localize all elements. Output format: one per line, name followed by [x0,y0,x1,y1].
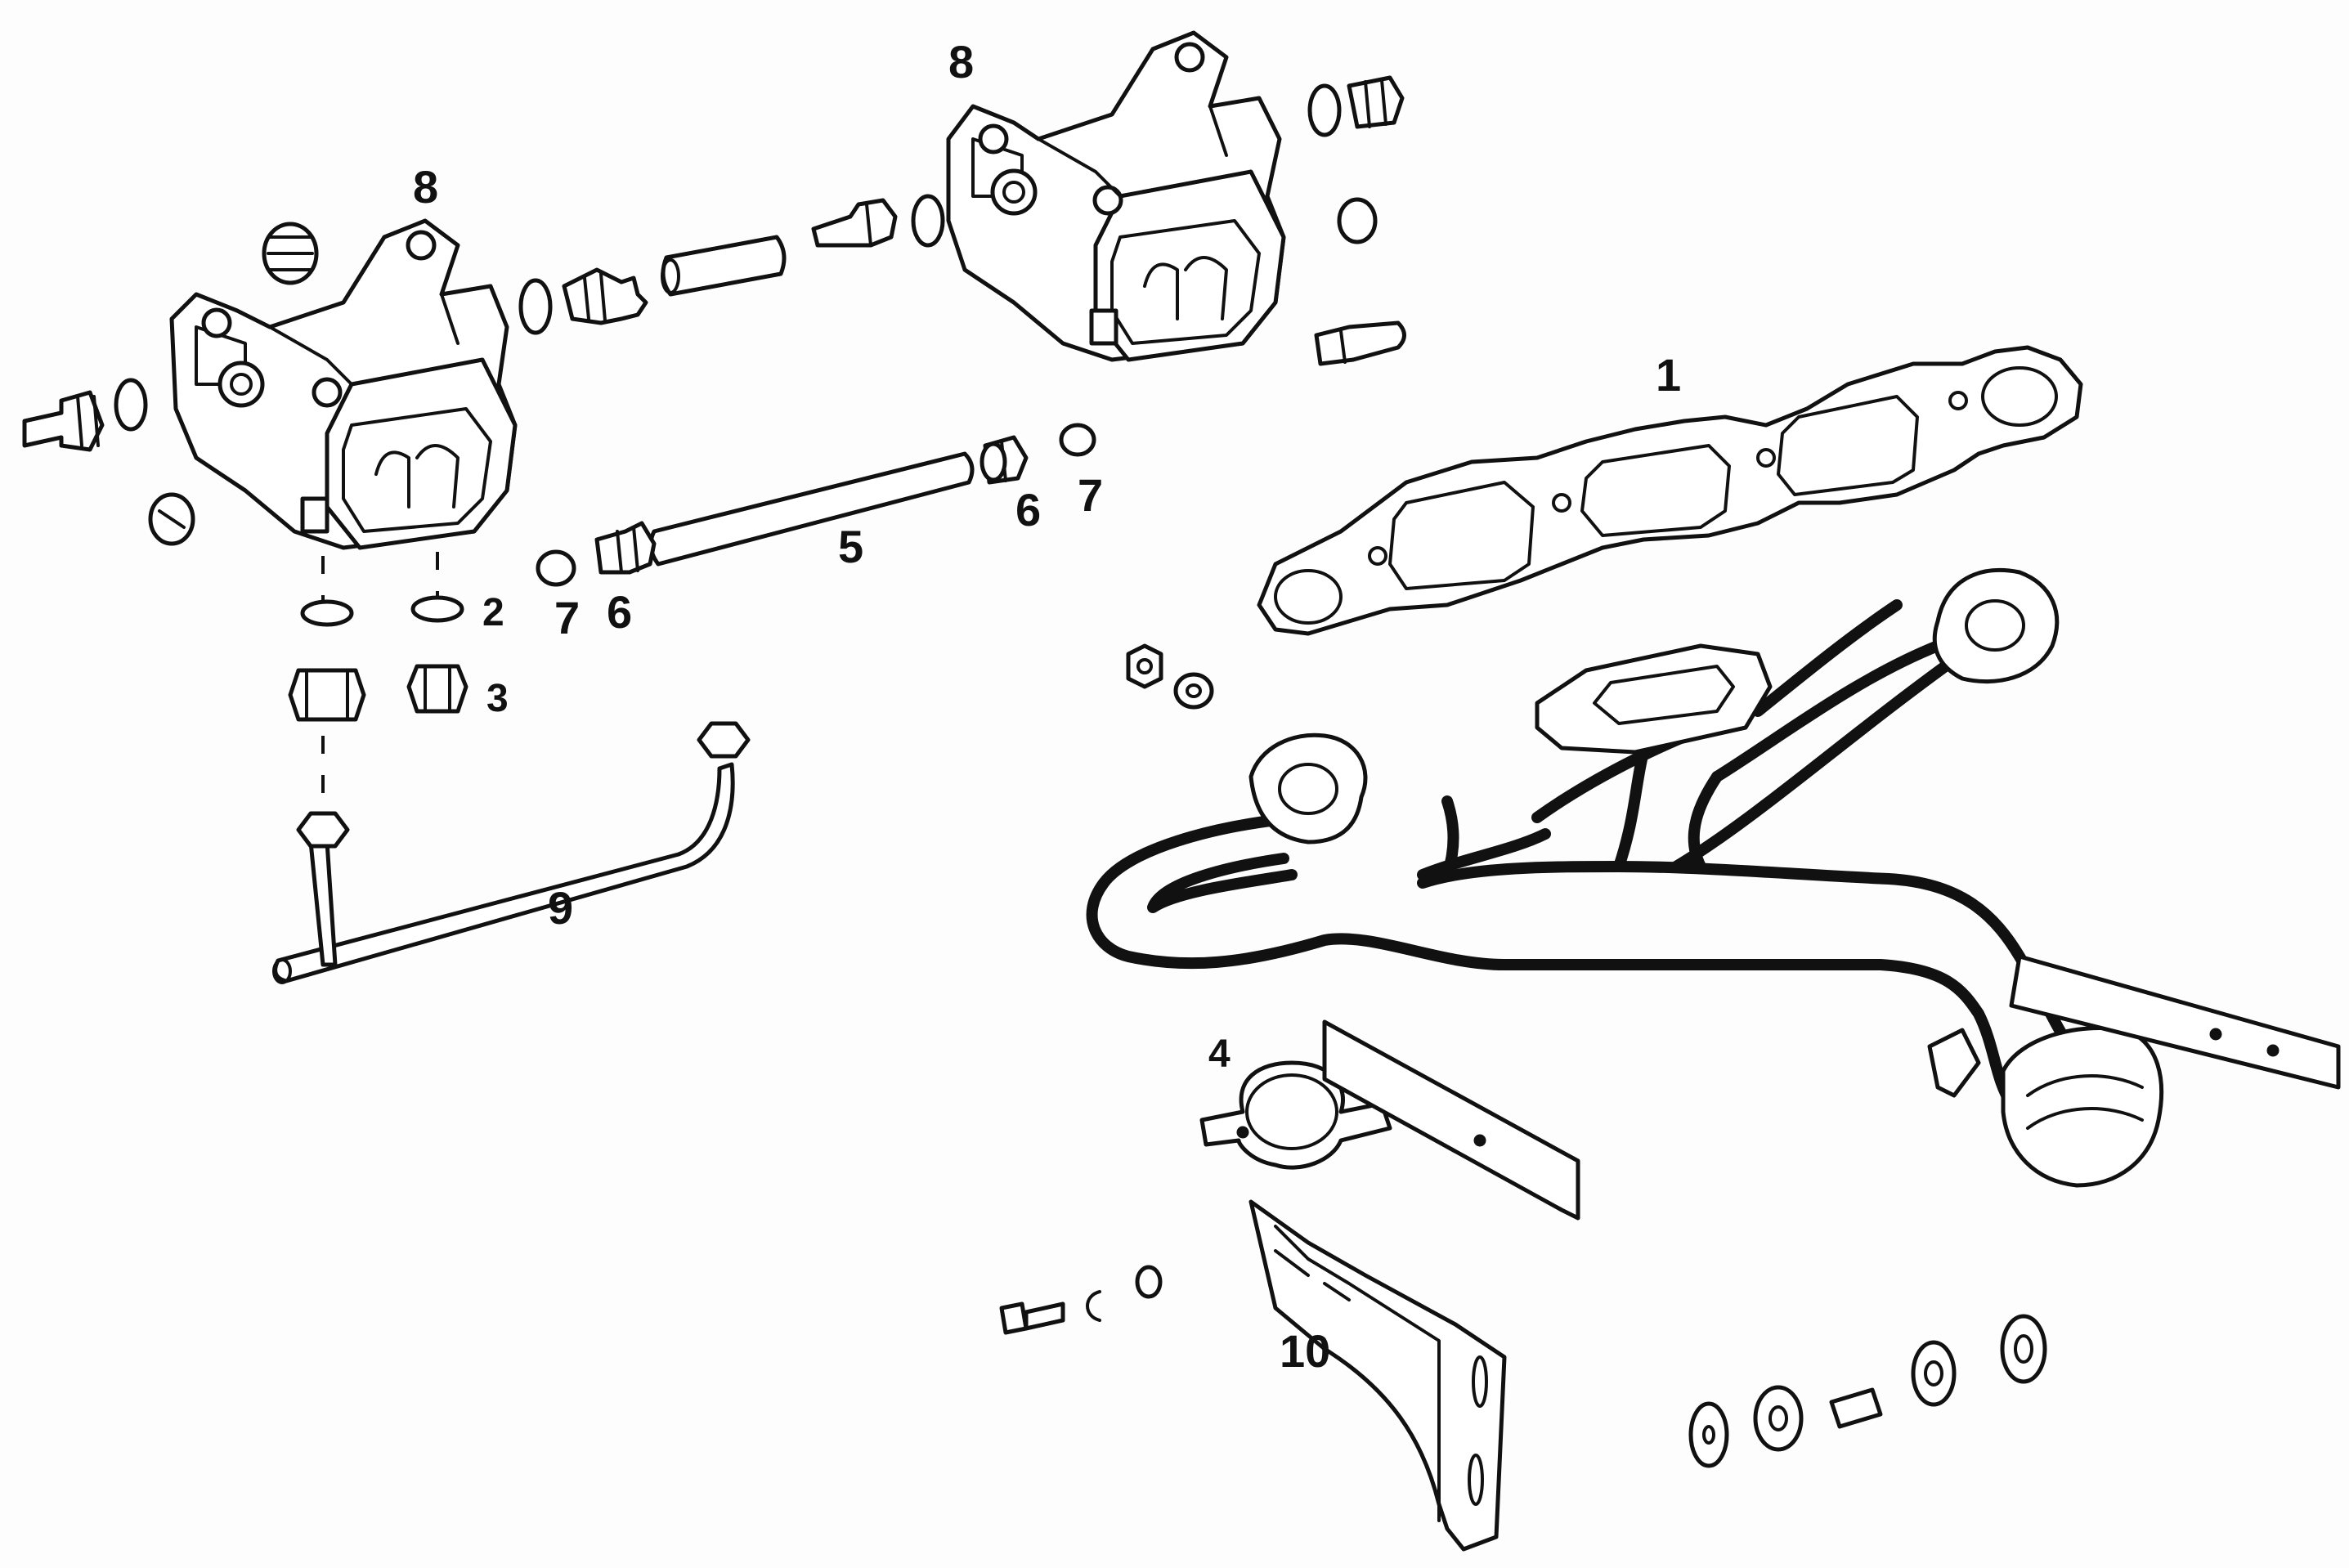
right-fittings [1307,75,1406,366]
mount-washers [1688,1314,2047,1468]
callout-10: 10 [1280,1325,1330,1377]
support-bracket [1248,1199,1507,1552]
right-water-manifold [946,30,1286,362]
callout-7-left: 7 [554,592,580,643]
callout-6-left: 6 [607,586,632,638]
bolt-and-washers [999,1265,1163,1335]
callout-4: 4 [1208,1033,1231,1076]
callout-2: 2 [482,591,504,634]
callout-7-right: 7 [1078,469,1103,521]
callout-9: 9 [548,882,573,934]
left-water-manifold [169,218,518,550]
callout-8-right: 8 [948,36,974,87]
callout-8-left: 8 [413,161,438,213]
callout-3: 3 [486,677,509,720]
clamp [1199,1019,1580,1221]
cross-pipe [272,721,751,984]
o-rings-and-fittings [288,552,468,809]
left-fittings [22,194,945,546]
callout-5: 5 [838,521,863,572]
water-pipe [648,451,975,567]
exhaust-gasket [1257,345,2083,636]
exhaust-manifold [1086,568,2341,1188]
callout-6-right: 6 [1015,484,1041,535]
callout-1: 1 [1656,349,1681,401]
pipe-fittings [536,423,1096,587]
nut-and-washer [1126,643,1214,710]
